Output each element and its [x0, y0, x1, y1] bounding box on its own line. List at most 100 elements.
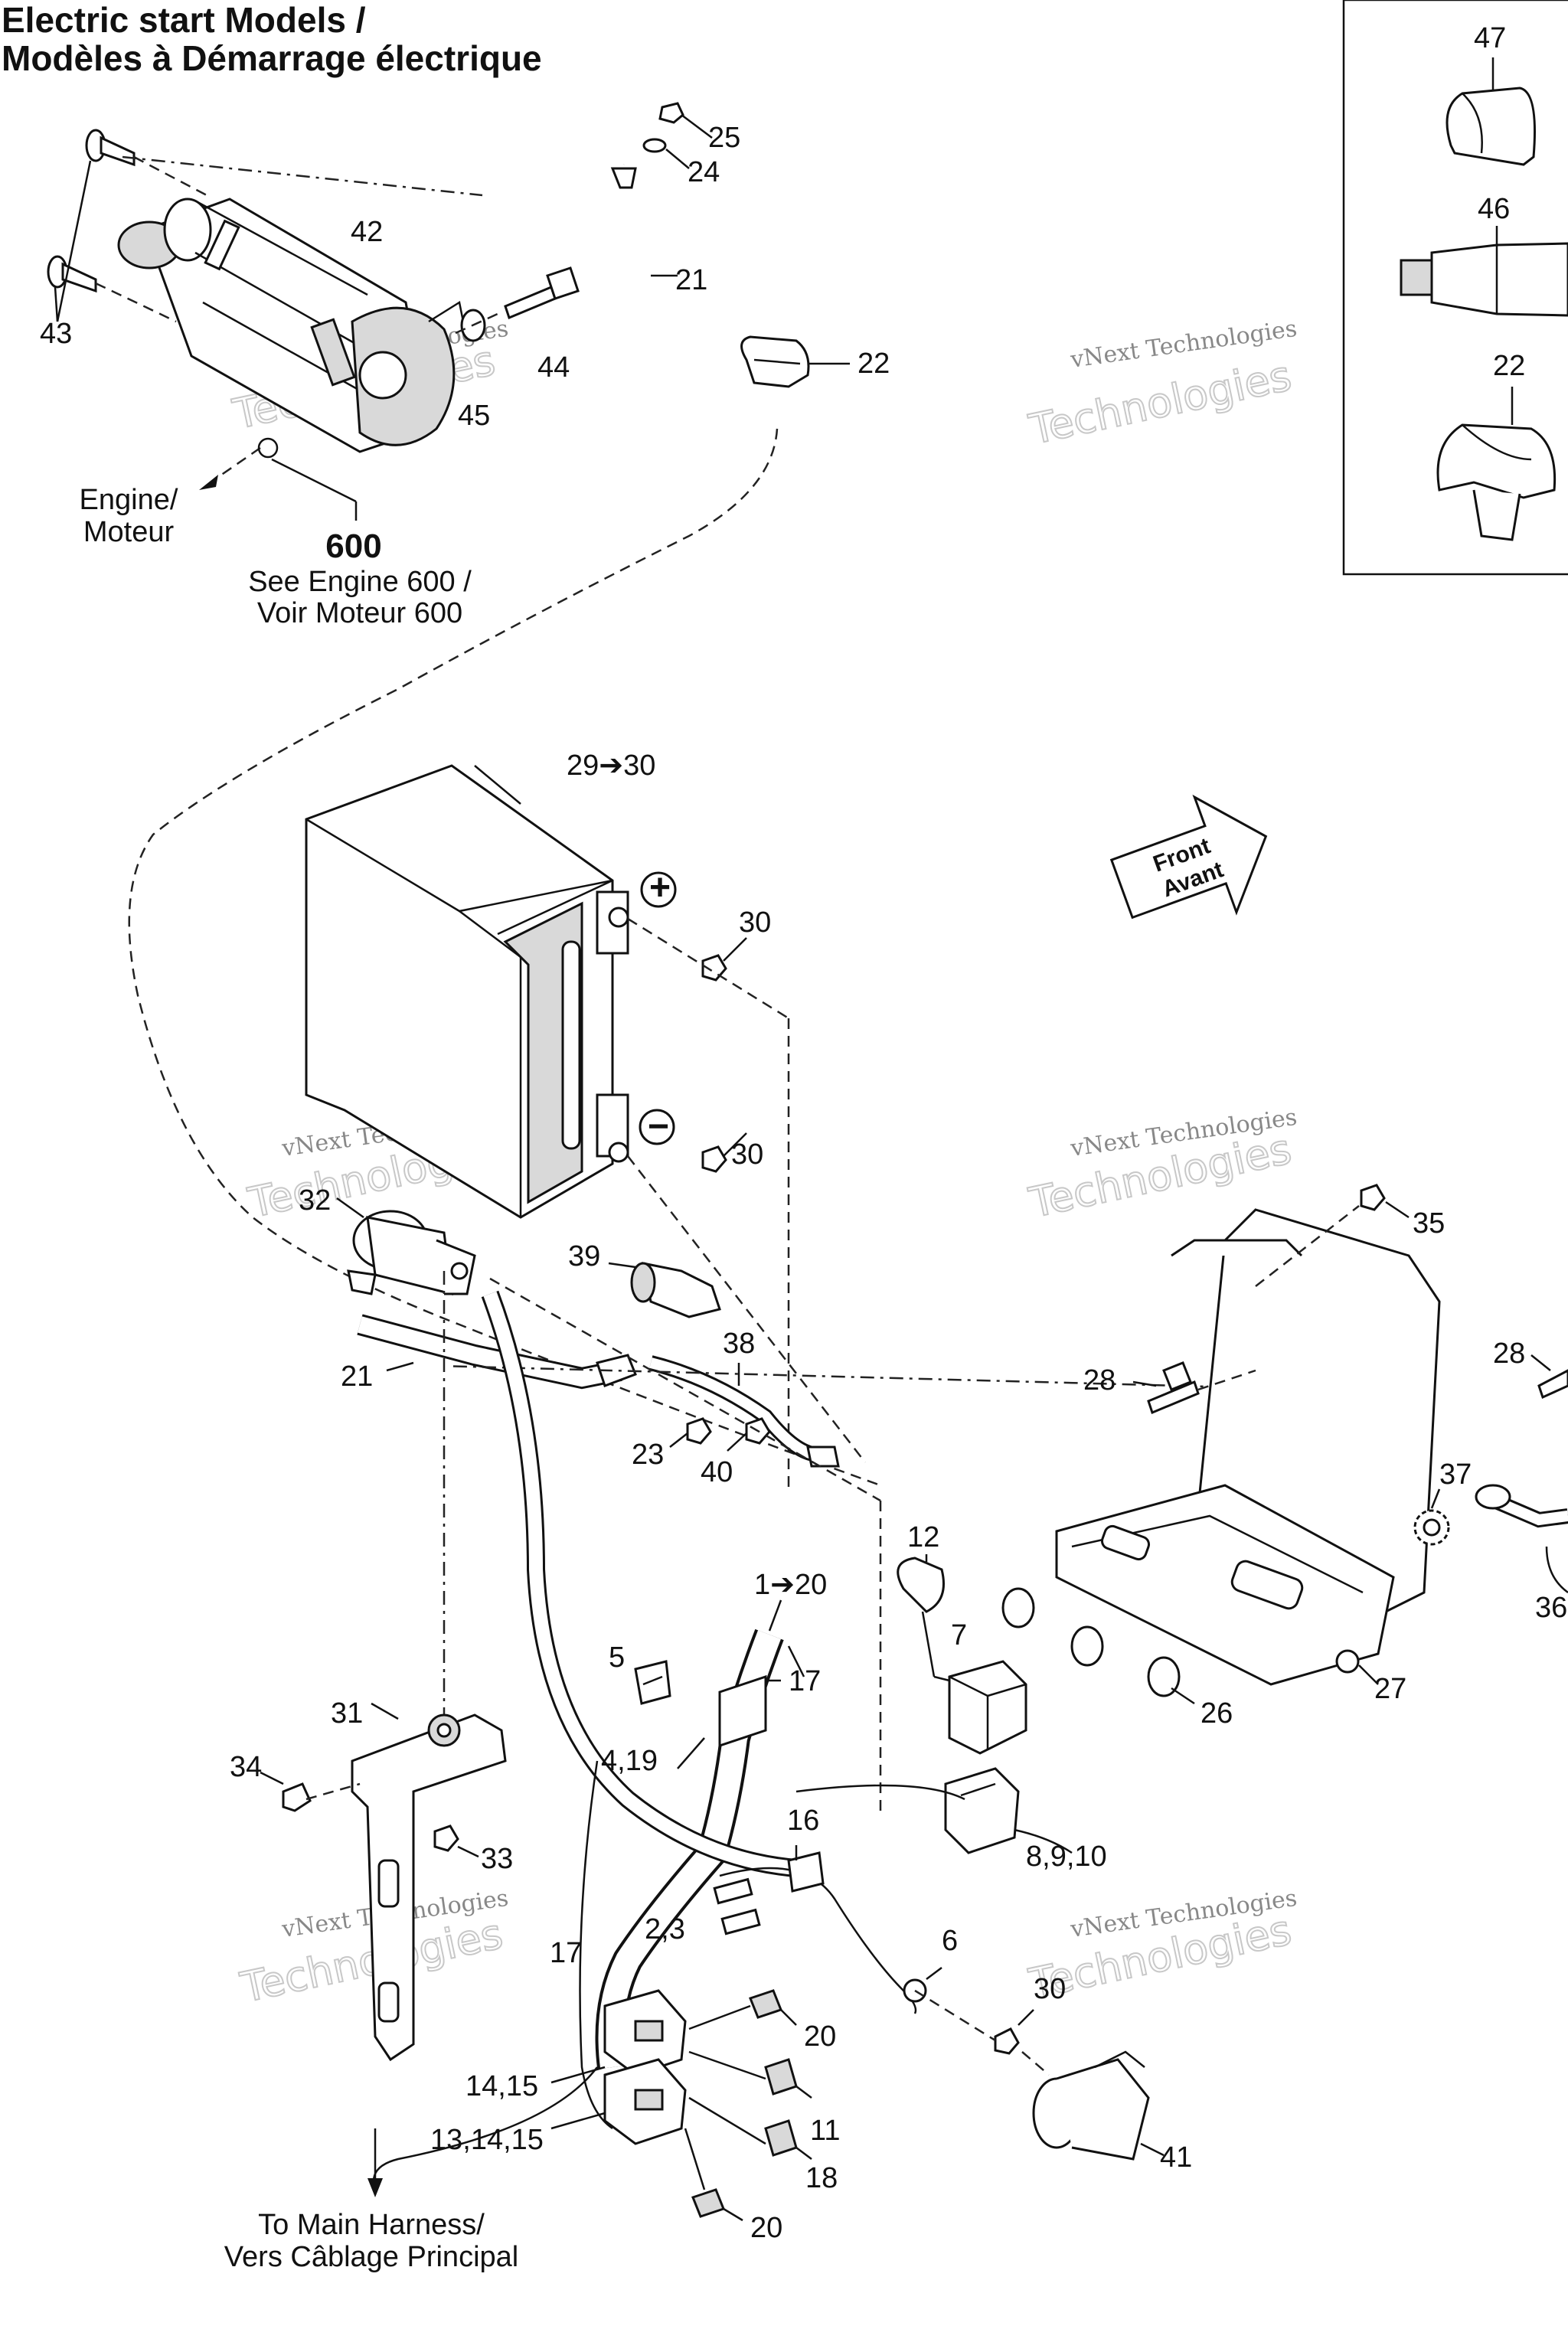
callout-46: 46: [1478, 193, 1510, 225]
callout-29-30: 29➔30: [567, 750, 655, 782]
bolt-44: [504, 266, 580, 320]
accessory-socket-41: [1032, 2050, 1150, 2161]
bolt-28-right: [1537, 1369, 1568, 1400]
nut-33: [433, 1824, 459, 1852]
callout-35: 35: [1413, 1207, 1445, 1240]
vers-cablage-note: Vers Câblage Principal: [224, 2241, 518, 2273]
callout-14-15: 14,15: [466, 2070, 538, 2102]
fuse-18: [764, 2119, 798, 2157]
relay-connector-8-9-10: [944, 1767, 1020, 1854]
callout-1-20: 1➔20: [754, 1569, 827, 1601]
nut-23: [686, 1417, 712, 1445]
callout-45: 45: [458, 400, 490, 432]
callout-40: 40: [701, 1456, 733, 1488]
clip-22: [740, 335, 810, 388]
inset-clip-22: [1436, 387, 1557, 541]
fuse-holder-lower: [603, 2058, 687, 2145]
moteur-label: Moteur: [83, 516, 175, 548]
callout-32: 32: [299, 1184, 331, 1217]
callout-31: 31: [331, 1697, 363, 1730]
screw-30-lower: [994, 2027, 1020, 2055]
bracket-31: [351, 1713, 507, 2062]
cable-21-upper: [592, 161, 760, 436]
nut-25: [658, 102, 684, 124]
callout-26: 26: [1200, 1697, 1233, 1730]
callout-18: 18: [805, 2162, 838, 2194]
connector-17-upper: [718, 1674, 767, 1748]
title-line-1: Electric start Models /: [2, 0, 366, 40]
callout-47: 47: [1474, 22, 1506, 54]
voir-moteur-note: Voir Moteur 600: [257, 597, 462, 629]
fuse-11: [764, 2058, 798, 2096]
callout-43: 43: [40, 318, 72, 350]
bolt-28-mid: [1147, 1380, 1200, 1415]
callout-33: 33: [481, 1843, 513, 1875]
callout-41: 41: [1160, 2141, 1192, 2174]
inset-tube-46: [1400, 226, 1568, 317]
to-main-harness-note: To Main Harness/: [258, 2209, 485, 2241]
callout-42: 42: [351, 216, 383, 248]
see-engine-note: See Engine 600 /: [248, 566, 472, 598]
callout-27: 27: [1374, 1673, 1406, 1705]
callout-30-positive: 30: [739, 906, 771, 939]
callout-22: 22: [858, 348, 890, 380]
boot-39: [630, 1262, 721, 1318]
bolt-43-lower: [47, 255, 97, 293]
fuse-holder-upper: [603, 1989, 687, 2076]
callout-38: 38: [723, 1328, 755, 1360]
callout-11: 11: [810, 2115, 840, 2147]
title-line-2: Modèles à Démarrage électrique: [2, 38, 542, 78]
callout-21-lower: 21: [341, 1361, 373, 1393]
callout-34: 34: [230, 1751, 262, 1783]
callout-13-14-15: 13,14,15: [430, 2124, 544, 2156]
callout-30-lower: 30: [1034, 1973, 1066, 2005]
callout-39: 39: [568, 1240, 600, 1272]
callout-4-19: 4,19: [601, 1745, 658, 1777]
callout-22-inset: 22: [1493, 350, 1525, 382]
callout-44: 44: [537, 351, 570, 384]
callout-25: 25: [708, 122, 740, 154]
connector-16: [787, 1851, 825, 1893]
fuse-20-lower: [691, 2188, 725, 2218]
callout-20-upper: 20: [804, 2020, 836, 2053]
starter-motor: [117, 198, 465, 453]
washer-24: [642, 138, 667, 153]
engine-label: Engine/: [80, 484, 178, 516]
inset-box: [1342, 0, 1568, 576]
clip-12: [897, 1557, 945, 1613]
cable-routing-loop: [128, 428, 881, 1487]
inset-clip-47: [1446, 57, 1536, 166]
clip-5: [634, 1660, 671, 1705]
callout-21-upper: 21: [675, 264, 707, 296]
solenoid-32: [347, 1210, 476, 1295]
engine-reference-number: 600: [325, 528, 381, 565]
front-arrow: Front Avant: [1109, 794, 1268, 920]
callout-12: 12: [907, 1521, 939, 1553]
nut-30-negative: [701, 1145, 727, 1173]
callout-28-right: 28: [1493, 1338, 1525, 1370]
battery-tray: [1055, 1208, 1441, 1686]
relay-7: [948, 1660, 1027, 1755]
callout-6: 6: [942, 1925, 958, 1957]
connectors-2-3: [713, 1877, 761, 1936]
callout-28-mid: 28: [1083, 1364, 1116, 1396]
callout-5: 5: [609, 1642, 625, 1674]
nut-30-positive: [701, 954, 727, 982]
callout-16: 16: [787, 1805, 819, 1837]
notes: Engine/ Moteur 600 See Engine 600 / Voir…: [80, 484, 519, 2273]
callout-30-negative: 30: [731, 1138, 763, 1171]
callout-17-upper: 17: [789, 1665, 821, 1697]
callout-20-lower: 20: [750, 2212, 782, 2244]
callout-labels: 47 46 22 25 24 42 21 22 43 44 45 29➔30 3…: [40, 22, 1567, 2244]
screw-34: [282, 1782, 312, 1812]
callout-7: 7: [951, 1619, 967, 1651]
nut-35: [1360, 1184, 1386, 1211]
battery: [305, 764, 629, 1219]
callout-37: 37: [1439, 1459, 1472, 1491]
callout-2-3: 2,3: [645, 1913, 685, 1945]
callout-17-lower: 17: [550, 1937, 582, 1969]
callout-23: 23: [632, 1439, 664, 1471]
watermark-outline: Technologies: [1025, 351, 1295, 454]
